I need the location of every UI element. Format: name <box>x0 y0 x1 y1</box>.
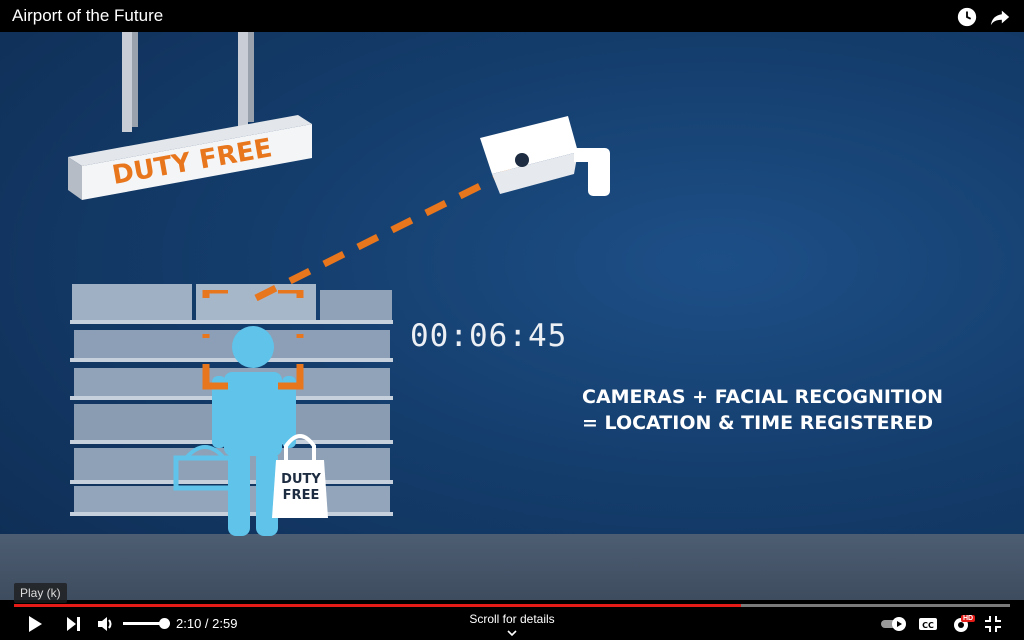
time-display: 2:10 / 2:59 <box>176 616 238 631</box>
security-camera-icon <box>480 116 610 196</box>
video-frame[interactable]: DUTY FREE <box>0 32 1024 608</box>
progress-fill <box>14 604 742 607</box>
share-icon[interactable] <box>989 6 1011 28</box>
tracking-line <box>254 166 514 302</box>
svg-text:CC: CC <box>922 621 934 630</box>
volume-slider[interactable] <box>123 622 165 625</box>
next-video-icon[interactable] <box>64 616 82 632</box>
scroll-for-details[interactable]: Scroll for details <box>462 612 562 640</box>
bag-text-line1: DUTY <box>281 472 321 487</box>
caption-line-2: = LOCATION & TIME REGISTERED <box>582 412 933 434</box>
autoplay-toggle-icon[interactable] <box>880 616 908 632</box>
chevron-down-icon <box>507 630 517 637</box>
play-icon[interactable] <box>26 615 44 633</box>
bag-text-line2: FREE <box>282 488 320 503</box>
exit-fullscreen-icon[interactable] <box>984 615 1002 633</box>
volume-icon[interactable] <box>96 615 116 633</box>
captions-icon[interactable]: CC <box>918 616 938 632</box>
shopping-bag-label: DUTY FREE <box>276 472 326 504</box>
scroll-hint-label: Scroll for details <box>469 612 555 626</box>
traveler-figure <box>173 290 328 536</box>
play-tooltip: Play (k) <box>14 583 67 603</box>
hd-badge: HD <box>961 615 976 622</box>
video-title[interactable]: Airport of the Future <box>12 6 164 25</box>
title-bar: Airport of the Future <box>0 0 1024 32</box>
progress-bar[interactable] <box>14 604 1010 607</box>
watch-later-icon[interactable] <box>956 6 978 28</box>
volume-knob[interactable] <box>159 618 170 629</box>
caption-line-1: CAMERAS + FACIAL RECOGNITION <box>582 386 943 408</box>
floor <box>0 534 1024 608</box>
elapsed-timer: 00:06:45 <box>410 318 568 354</box>
duty-free-sign: DUTY FREE <box>68 32 312 200</box>
